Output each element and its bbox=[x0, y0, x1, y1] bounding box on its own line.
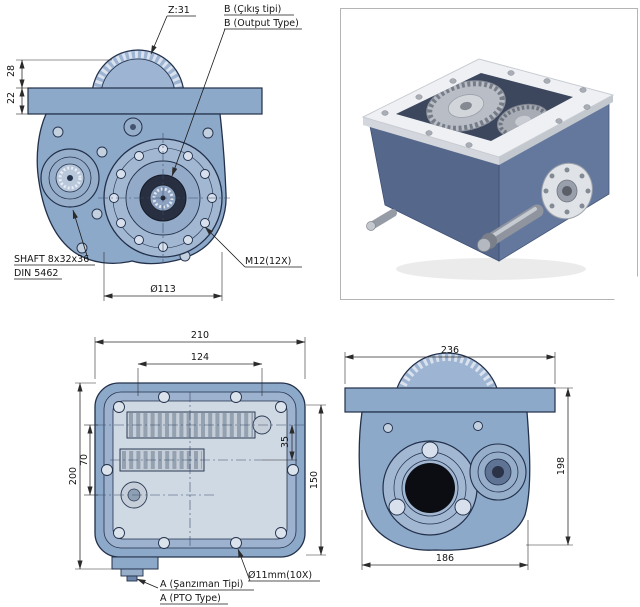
dim-186: 186 bbox=[361, 510, 529, 570]
leader-shaft-spec: SHAFT 8x32x36 DIN 5462 bbox=[14, 209, 95, 280]
input-shaft-boss bbox=[40, 148, 100, 208]
m12-label: M12(12X) bbox=[245, 256, 291, 267]
flange-bolt-holes bbox=[109, 144, 217, 252]
section-view-drawing: 210 124 200 70 35 bbox=[68, 330, 326, 605]
output-flange bbox=[103, 138, 223, 258]
pto-type-line2: A (PTO Type) bbox=[160, 593, 221, 604]
dim-150-label: 150 bbox=[309, 471, 320, 489]
gear-shaft-hub bbox=[123, 117, 143, 137]
output-type-line1: B (Çıkış tipi) bbox=[224, 4, 281, 15]
dim-dia113: Ø113 bbox=[103, 252, 223, 301]
side-small-bolts bbox=[383, 421, 483, 433]
leader-hole-spec: Ø11mm(10X) bbox=[237, 548, 320, 582]
dim-236: 236 bbox=[344, 345, 556, 384]
dim-198: 198 bbox=[526, 387, 573, 546]
leader-pto-type: A (Şanzıman Tipi) A (PTO Type) bbox=[136, 578, 254, 605]
dim-35: 35 bbox=[262, 424, 297, 461]
dim-210-label: 210 bbox=[191, 330, 209, 341]
drop-shadow bbox=[396, 258, 586, 280]
pto-output-protrusion bbox=[111, 556, 159, 582]
dim-210: 210 bbox=[94, 330, 306, 379]
dim-22: 22 bbox=[6, 87, 32, 115]
dim-200: 200 bbox=[68, 382, 114, 570]
shaft-spec-line2: DIN 5462 bbox=[14, 268, 58, 279]
leader-output-type: B (Çıkış tipi) B (Output Type) bbox=[171, 4, 302, 177]
dim-35-label: 35 bbox=[280, 436, 291, 448]
pto-type-line1: A (Şanzıman Tipi) bbox=[160, 579, 243, 590]
side-bearing-boss bbox=[469, 443, 527, 501]
flange-centerlines bbox=[98, 133, 230, 263]
dim-200-label: 200 bbox=[68, 467, 79, 485]
side-view-drawing: 236 198 186 bbox=[344, 345, 573, 570]
dim-28-label: 28 bbox=[6, 65, 17, 77]
idler-shaft bbox=[367, 213, 394, 231]
dim-dia113-label: Ø113 bbox=[150, 284, 176, 295]
side-output-flange bbox=[535, 157, 600, 226]
section-centerlines bbox=[96, 392, 304, 548]
mounting-plate bbox=[27, 87, 263, 115]
dim-198-label: 198 bbox=[556, 457, 567, 475]
flange-edge-left bbox=[363, 117, 499, 165]
trefoil-flange bbox=[382, 440, 478, 536]
body-bolt-holes bbox=[52, 126, 214, 262]
output-type-line2: B (Output Type) bbox=[224, 18, 299, 29]
flange-bolt-holes bbox=[382, 71, 590, 148]
spur-gear-side bbox=[396, 352, 498, 388]
leader-z31: Z:31 bbox=[150, 5, 196, 55]
dim-236-label: 236 bbox=[441, 345, 459, 356]
dim-70: 70 bbox=[79, 424, 98, 496]
mounting-holes bbox=[101, 391, 299, 549]
dim-70-label: 70 bbox=[79, 454, 90, 466]
z31-label: Z:31 bbox=[168, 5, 190, 16]
isometric-render bbox=[341, 9, 635, 297]
dim-124: 124 bbox=[137, 352, 263, 396]
leader-m12: M12(12X) bbox=[204, 226, 302, 268]
dim-186-label: 186 bbox=[436, 553, 454, 564]
flange-edge-right bbox=[499, 95, 613, 165]
dim-150: 150 bbox=[306, 404, 326, 556]
dim-124-label: 124 bbox=[191, 352, 209, 363]
mounting-plate-side bbox=[344, 387, 556, 413]
output-bore bbox=[405, 463, 455, 513]
front-view-drawing: 28 22 Ø113 Z:31 B (Çıkış tipi) B (Output… bbox=[6, 4, 302, 301]
splined-shaft bbox=[478, 209, 538, 252]
shaft-spline-profile bbox=[58, 166, 82, 190]
dim-22-label: 22 bbox=[6, 92, 17, 104]
hole-spec-label: Ø11mm(10X) bbox=[248, 570, 312, 581]
isometric-render-panel bbox=[340, 8, 638, 300]
shaft-spec-line1: SHAFT 8x32x36 bbox=[14, 254, 89, 265]
